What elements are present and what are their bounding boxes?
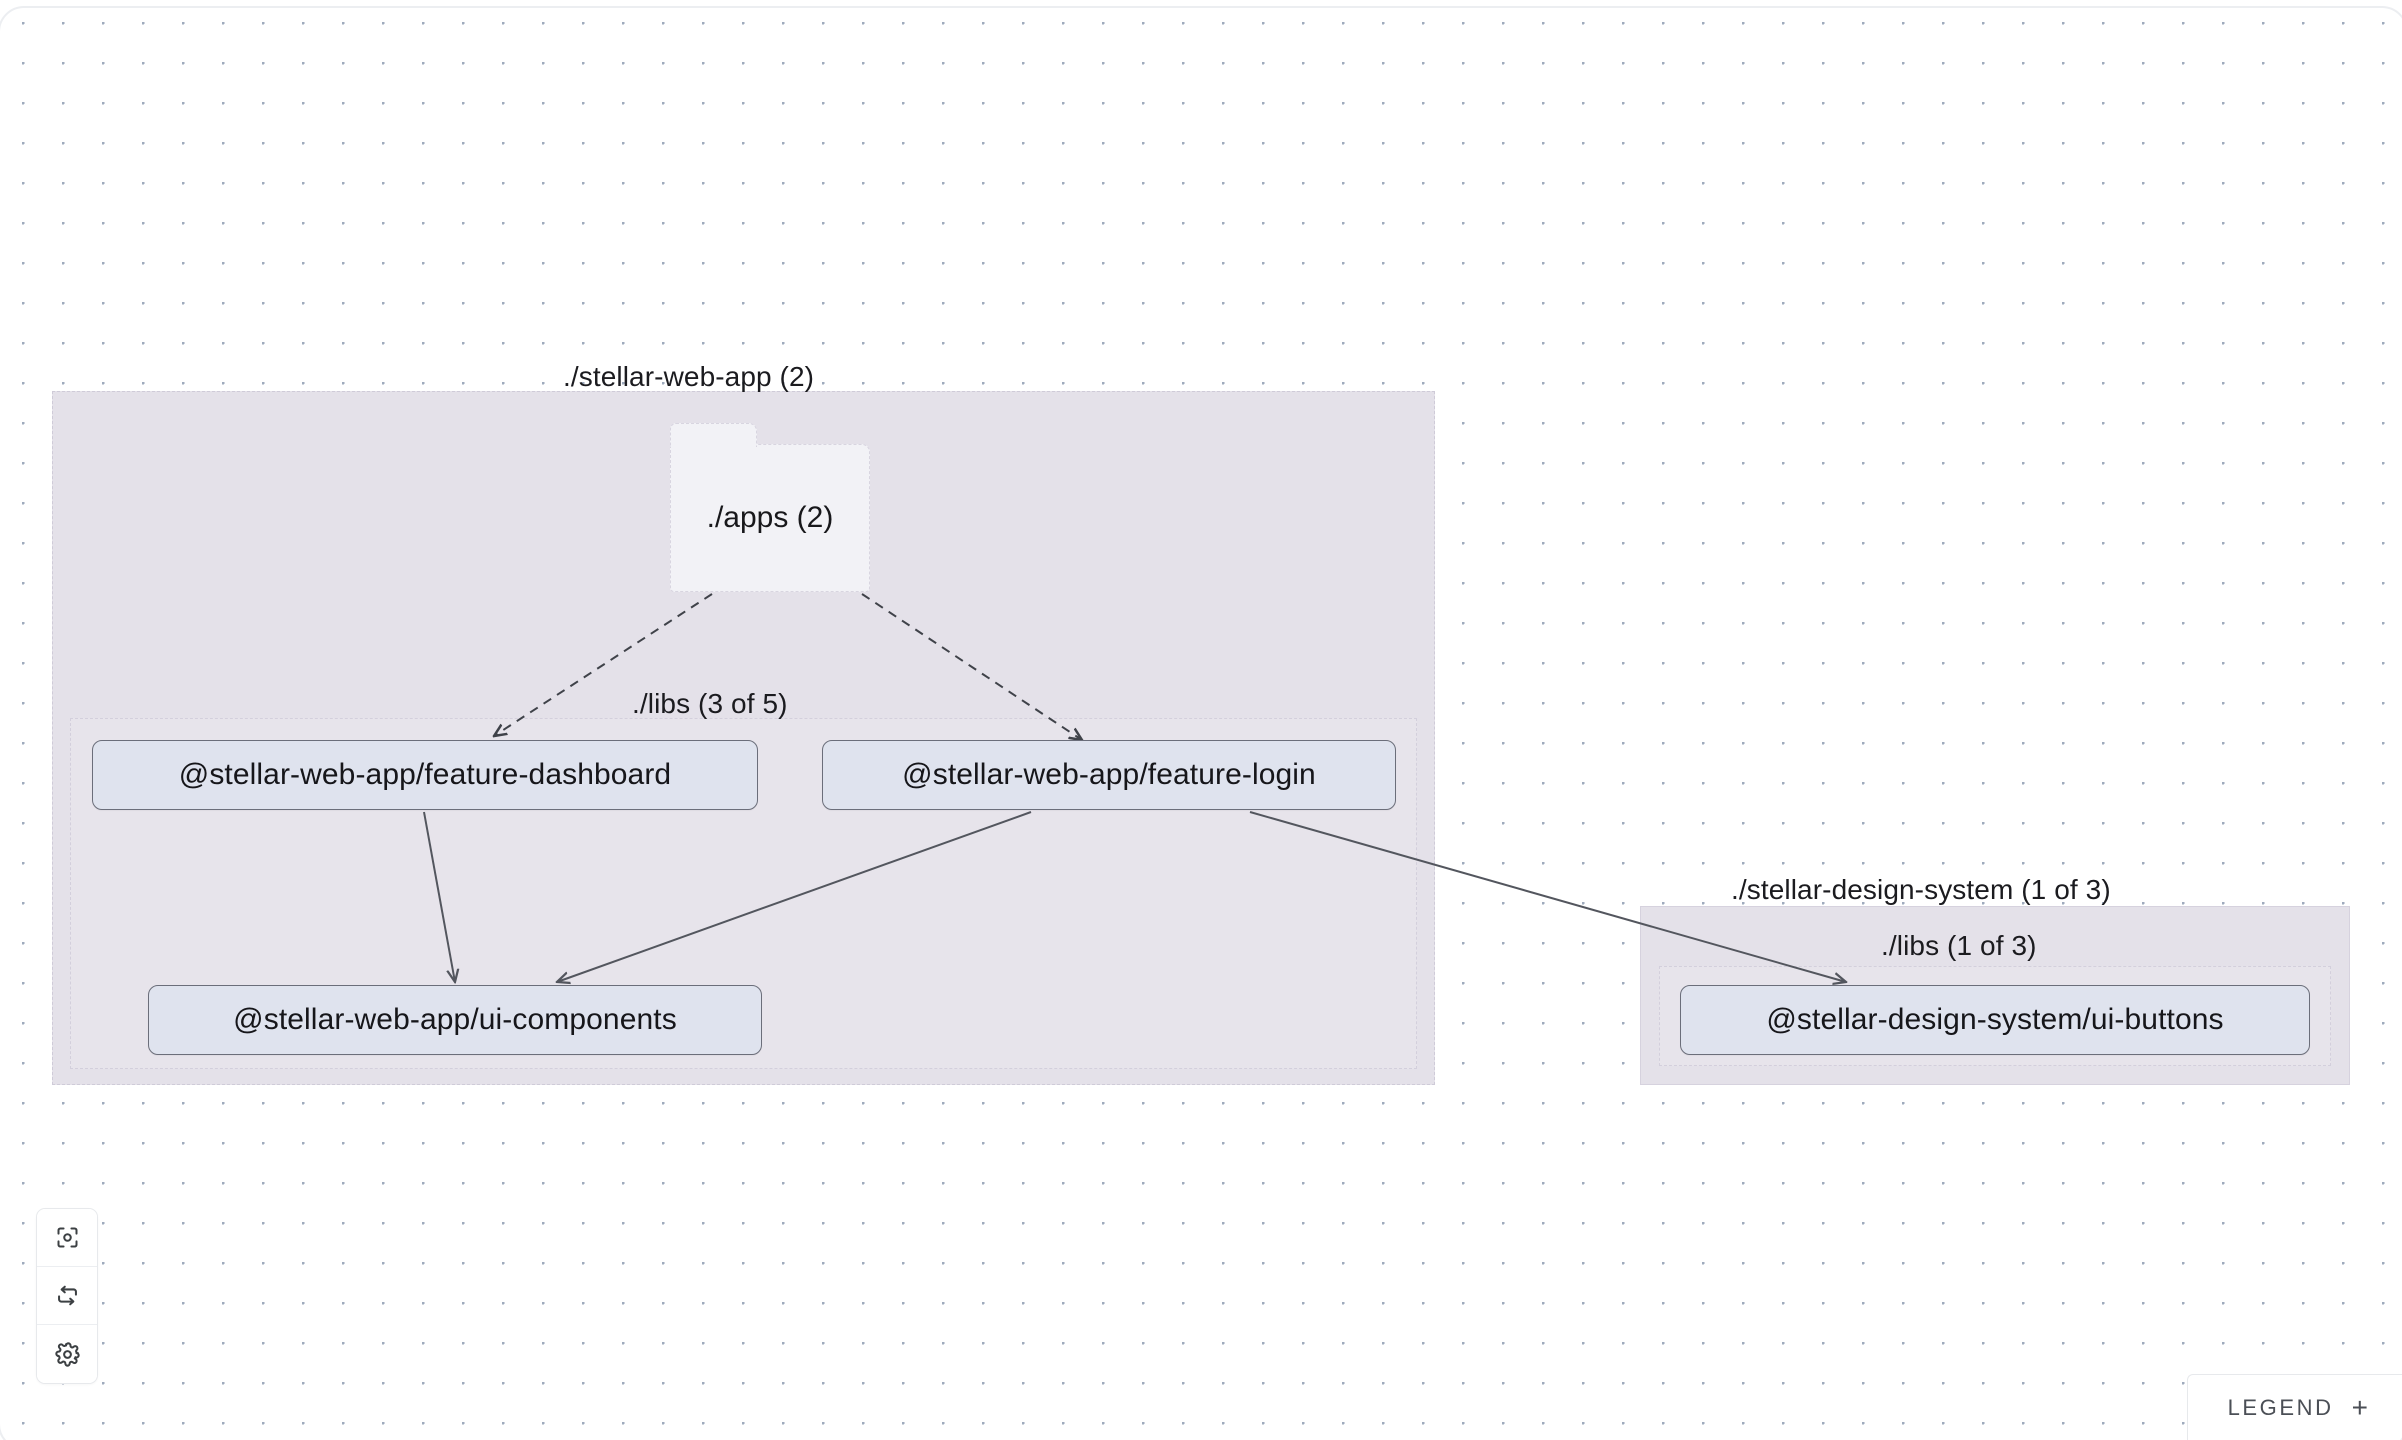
node-ui-buttons[interactable]: @stellar-design-system/ui-buttons bbox=[1680, 985, 2310, 1055]
canvas-controls[interactable] bbox=[36, 1208, 98, 1384]
folder-node-apps[interactable]: ./apps (2) bbox=[669, 423, 870, 592]
group-label-web-app-libs: ./libs (3 of 5) bbox=[632, 688, 788, 719]
legend-label: LEGEND bbox=[2227, 1394, 2334, 1420]
node-label: @stellar-web-app/ui-components bbox=[233, 1003, 677, 1036]
node-ui-components[interactable]: @stellar-web-app/ui-components bbox=[148, 985, 762, 1055]
legend-expand-icon: + bbox=[2351, 1391, 2368, 1423]
settings-button[interactable] bbox=[37, 1325, 97, 1383]
refresh-button[interactable] bbox=[37, 1267, 97, 1325]
node-feature-dashboard[interactable]: @stellar-web-app/feature-dashboard bbox=[92, 740, 758, 810]
folder-node-label: ./apps (2) bbox=[706, 501, 834, 534]
folder-tab-shape bbox=[669, 423, 757, 450]
gear-icon bbox=[54, 1341, 81, 1368]
group-label-stellar-design-system: ./stellar-design-system (1 of 3) bbox=[1731, 874, 2111, 905]
node-label: @stellar-web-app/feature-dashboard bbox=[178, 758, 672, 791]
group-label-stellar-web-app: ./stellar-web-app (2) bbox=[563, 361, 815, 392]
refresh-icon bbox=[54, 1282, 81, 1309]
node-feature-login[interactable]: @stellar-web-app/feature-login bbox=[822, 740, 1396, 810]
node-label: @stellar-web-app/feature-login bbox=[902, 758, 1316, 791]
focus-graph-button[interactable] bbox=[37, 1209, 97, 1267]
node-label: @stellar-design-system/ui-buttons bbox=[1766, 1003, 2224, 1036]
legend-toggle[interactable]: LEGEND + bbox=[2186, 1374, 2402, 1440]
focus-target-icon bbox=[54, 1224, 81, 1251]
group-label-design-system-libs: ./libs (1 of 3) bbox=[1881, 930, 2037, 961]
